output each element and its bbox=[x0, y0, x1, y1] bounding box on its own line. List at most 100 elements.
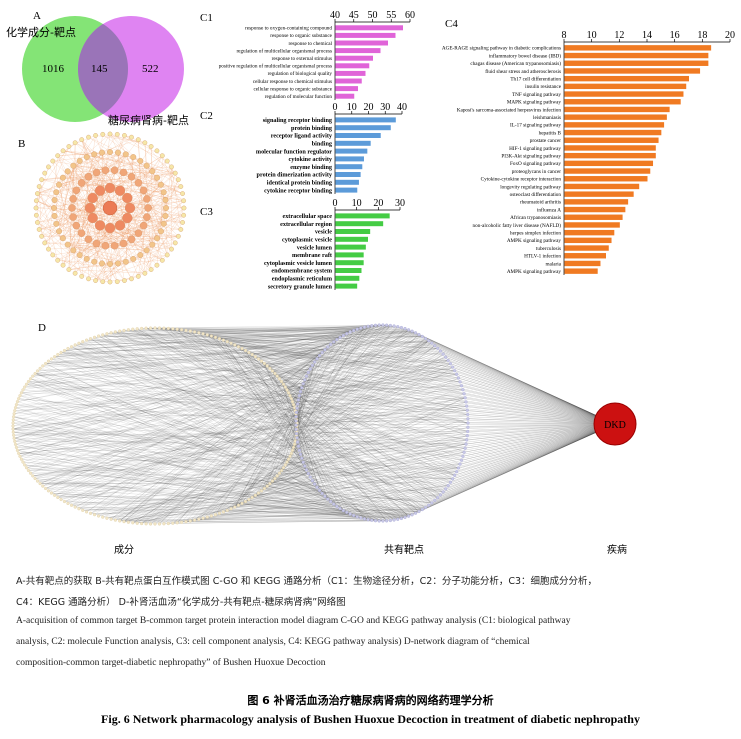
ppi-edge bbox=[131, 176, 176, 243]
compound-target-edge bbox=[211, 335, 455, 371]
x-tick-label: 40 bbox=[397, 102, 407, 113]
compound-node bbox=[221, 510, 225, 514]
compound-target-edge bbox=[137, 328, 441, 496]
compound-target-edge bbox=[245, 397, 466, 502]
compound-target-edge bbox=[57, 366, 453, 498]
compound-target-edge bbox=[185, 498, 328, 522]
compound-target-edge bbox=[295, 345, 435, 439]
ppi-edge bbox=[95, 198, 148, 281]
compound-target-edge bbox=[288, 340, 429, 393]
compound-target-edge bbox=[150, 327, 300, 451]
compound-target-edge bbox=[86, 339, 337, 507]
compound-target-edge bbox=[40, 325, 391, 484]
compound-target-edge bbox=[219, 331, 351, 339]
ppi-edge bbox=[88, 154, 95, 177]
compound-target-edge bbox=[14, 413, 297, 417]
compound-node bbox=[287, 457, 291, 461]
x-tick-label: 14 bbox=[642, 30, 652, 41]
compound-node bbox=[259, 489, 264, 493]
x-tick-label: 45 bbox=[349, 10, 359, 21]
compound-node bbox=[81, 340, 85, 344]
compound-target-edge bbox=[17, 399, 299, 451]
compound-target-edge bbox=[279, 473, 402, 519]
compound-target-edge bbox=[54, 328, 358, 357]
compound-target-edge bbox=[168, 328, 457, 472]
compound-target-edge bbox=[75, 336, 423, 346]
x-tick-label: 60 bbox=[405, 10, 415, 21]
target-disease-edge bbox=[440, 423, 616, 496]
compound-node bbox=[240, 347, 244, 351]
ppi-node bbox=[46, 164, 51, 170]
ppi-edge bbox=[56, 160, 80, 224]
ppi-node bbox=[157, 181, 164, 188]
target-node bbox=[370, 518, 374, 522]
compound-node bbox=[184, 328, 188, 332]
compound-target-edge bbox=[211, 408, 298, 517]
compound-target-edge bbox=[45, 363, 334, 505]
ppi-node bbox=[114, 279, 120, 284]
compound-target-edge bbox=[203, 511, 419, 519]
compound-target-edge bbox=[231, 339, 337, 344]
ppi-edge bbox=[52, 254, 103, 282]
compound-target-edge bbox=[26, 326, 369, 385]
compound-target-edge bbox=[94, 327, 361, 338]
panel-c3-letter: C3 bbox=[200, 206, 213, 218]
ppi-node bbox=[148, 267, 154, 272]
compound-node bbox=[184, 520, 188, 524]
compound-target-edge bbox=[261, 361, 297, 426]
compound-target-edge bbox=[123, 339, 337, 522]
ppi-edge bbox=[41, 137, 89, 237]
target-disease-edge bbox=[428, 340, 616, 425]
compound-target-edge bbox=[296, 428, 462, 461]
compound-target-edge bbox=[207, 334, 468, 436]
x-tick-label: 20 bbox=[373, 198, 383, 209]
ppi-edge bbox=[67, 238, 158, 245]
compound-target-edge bbox=[35, 478, 361, 519]
target-node bbox=[385, 519, 389, 523]
compound-node bbox=[201, 516, 205, 520]
ppi-edge bbox=[62, 150, 168, 256]
compound-target-edge bbox=[172, 520, 387, 524]
compound-target-edge bbox=[13, 428, 406, 518]
target-disease-edge bbox=[379, 324, 616, 425]
compound-target-edge bbox=[16, 404, 444, 493]
compound-target-edge bbox=[296, 435, 444, 493]
ppi-node bbox=[77, 229, 86, 237]
compound-target-edge bbox=[45, 469, 307, 489]
ppi-node bbox=[76, 252, 83, 259]
compound-target-edge bbox=[71, 346, 426, 508]
compound-target-edge bbox=[194, 334, 420, 521]
compound-target-edge bbox=[234, 344, 409, 517]
compound-target-edge bbox=[241, 349, 326, 504]
target-disease-edge bbox=[304, 423, 616, 467]
ppi-node bbox=[94, 220, 106, 231]
ppi-edge bbox=[117, 276, 139, 282]
compound-target-edge bbox=[202, 412, 297, 519]
compound-target-edge bbox=[119, 341, 334, 522]
compound-target-edge bbox=[234, 344, 461, 383]
compound-target-edge bbox=[106, 465, 305, 519]
compound-target-edge bbox=[264, 379, 305, 489]
compound-target-edge bbox=[238, 391, 301, 506]
target-disease-edge bbox=[450, 423, 616, 483]
compound-target-edge bbox=[54, 337, 341, 357]
ppi-node bbox=[51, 197, 58, 203]
ppi-node bbox=[122, 278, 127, 283]
compound-target-edge bbox=[128, 329, 461, 465]
compound-target-edge bbox=[123, 473, 309, 522]
bar bbox=[335, 148, 368, 154]
compound-node bbox=[53, 493, 57, 497]
target-disease-edge bbox=[425, 338, 616, 425]
compound-target-edge bbox=[57, 493, 323, 498]
ppi-edge bbox=[73, 165, 184, 201]
target-node bbox=[335, 338, 339, 342]
target-node bbox=[318, 354, 322, 358]
compound-target-edge bbox=[219, 512, 347, 514]
compound-target-edge bbox=[78, 332, 416, 344]
compound-target-edge bbox=[227, 341, 297, 417]
ppi-node bbox=[122, 258, 129, 265]
ppi-node bbox=[143, 162, 150, 169]
ppi-edge bbox=[67, 225, 144, 245]
